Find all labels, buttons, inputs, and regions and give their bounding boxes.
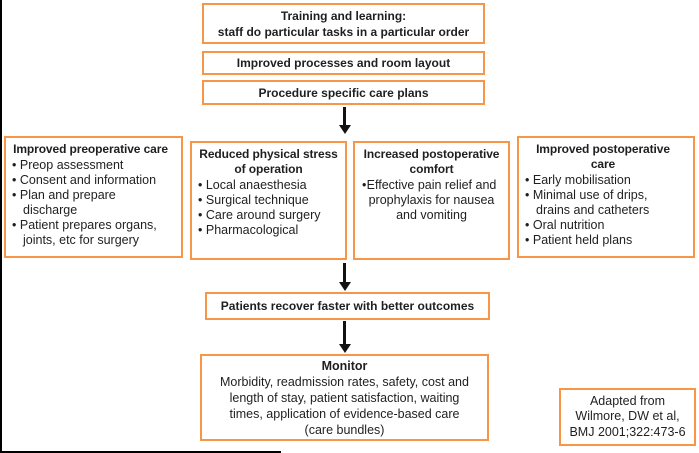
column-title: Increased postoperative comfort [363, 147, 500, 176]
training-box: Training and learning: staff do particul… [202, 3, 485, 44]
column-preoperative-care: Improved preoperative care Preop assessm… [4, 136, 183, 258]
monitor-body-line: (care bundles) [304, 423, 385, 437]
bottom-frame-line [0, 451, 281, 453]
bullet-item: Patient prepares organs, joints, etc for… [12, 218, 169, 248]
bullet-item: Pharmacological [198, 223, 339, 238]
bullet-list: Effective pain relief and prophylaxis fo… [361, 178, 502, 223]
down-arrow-icon [338, 263, 351, 291]
training-line-1: Training and learning: [280, 8, 407, 23]
processes-label: Improved processes and room layout [236, 56, 451, 70]
training-line-2: staff do particular tasks in a particula… [217, 24, 470, 39]
care-plans-box: Procedure specific care plans [202, 80, 485, 105]
bullet-item: Plan and prepare discharge [12, 188, 169, 218]
outcome-box: Patients recover faster with better outc… [205, 292, 490, 320]
attribution-line: BMJ 2001;322:473-6 [569, 424, 686, 439]
monitor-box: Monitor Morbidity, readmission rates, sa… [200, 354, 489, 441]
monitor-body-line: times, application of evidence-based car… [229, 407, 460, 421]
bullet-item: Early mobilisation [525, 173, 681, 188]
attribution-line: Wilmore, DW et al, [575, 409, 680, 424]
bullet-item: Consent and information [12, 173, 169, 188]
care-plans-label: Procedure specific care plans [258, 85, 429, 100]
column-title: Improved preoperative care [13, 142, 168, 156]
down-arrow-icon [338, 107, 351, 134]
column-title: Improved postoperative care [536, 142, 670, 171]
bullet-item: Minimal use of drips, drains and cathete… [525, 188, 681, 218]
left-frame-line [0, 0, 2, 453]
column-postoperative-comfort: Increased postoperative comfort Effectiv… [353, 141, 510, 260]
attribution-line: Adapted from [589, 393, 666, 408]
bullet-item: Oral nutrition [525, 218, 681, 233]
processes-box: Improved processes and room layout [202, 51, 485, 75]
bullet-list: Preop assessment Consent and information… [12, 158, 169, 248]
attribution-box: Adapted from Wilmore, DW et al, BMJ 2001… [559, 388, 696, 446]
down-arrow-icon [338, 321, 351, 353]
bullet-item: Preop assessment [12, 158, 169, 173]
bullet-item: Effective pain relief and prophylaxis fo… [361, 178, 502, 223]
column-postoperative-care: Improved postoperative care Early mobili… [517, 136, 695, 258]
bullet-item: Patient held plans [525, 233, 681, 248]
bullet-list: Early mobilisation Minimal use of drips,… [525, 173, 681, 248]
bullet-item: Care around surgery [198, 208, 339, 223]
bullet-item: Local anaesthesia [198, 178, 339, 193]
bullet-item: Surgical technique [198, 193, 339, 208]
monitor-body-line: Morbidity, readmission rates, safety, co… [220, 375, 469, 389]
monitor-body-line: length of stay, patient satisfaction, wa… [229, 391, 460, 405]
bullet-list: Local anaesthesia Surgical technique Car… [198, 178, 339, 238]
column-reduced-stress: Reduced physical stress of operation Loc… [190, 141, 347, 260]
column-title: Reduced physical stress of operation [199, 147, 338, 176]
outcome-label: Patients recover faster with better outc… [220, 299, 475, 313]
monitor-title: Monitor [321, 359, 368, 373]
